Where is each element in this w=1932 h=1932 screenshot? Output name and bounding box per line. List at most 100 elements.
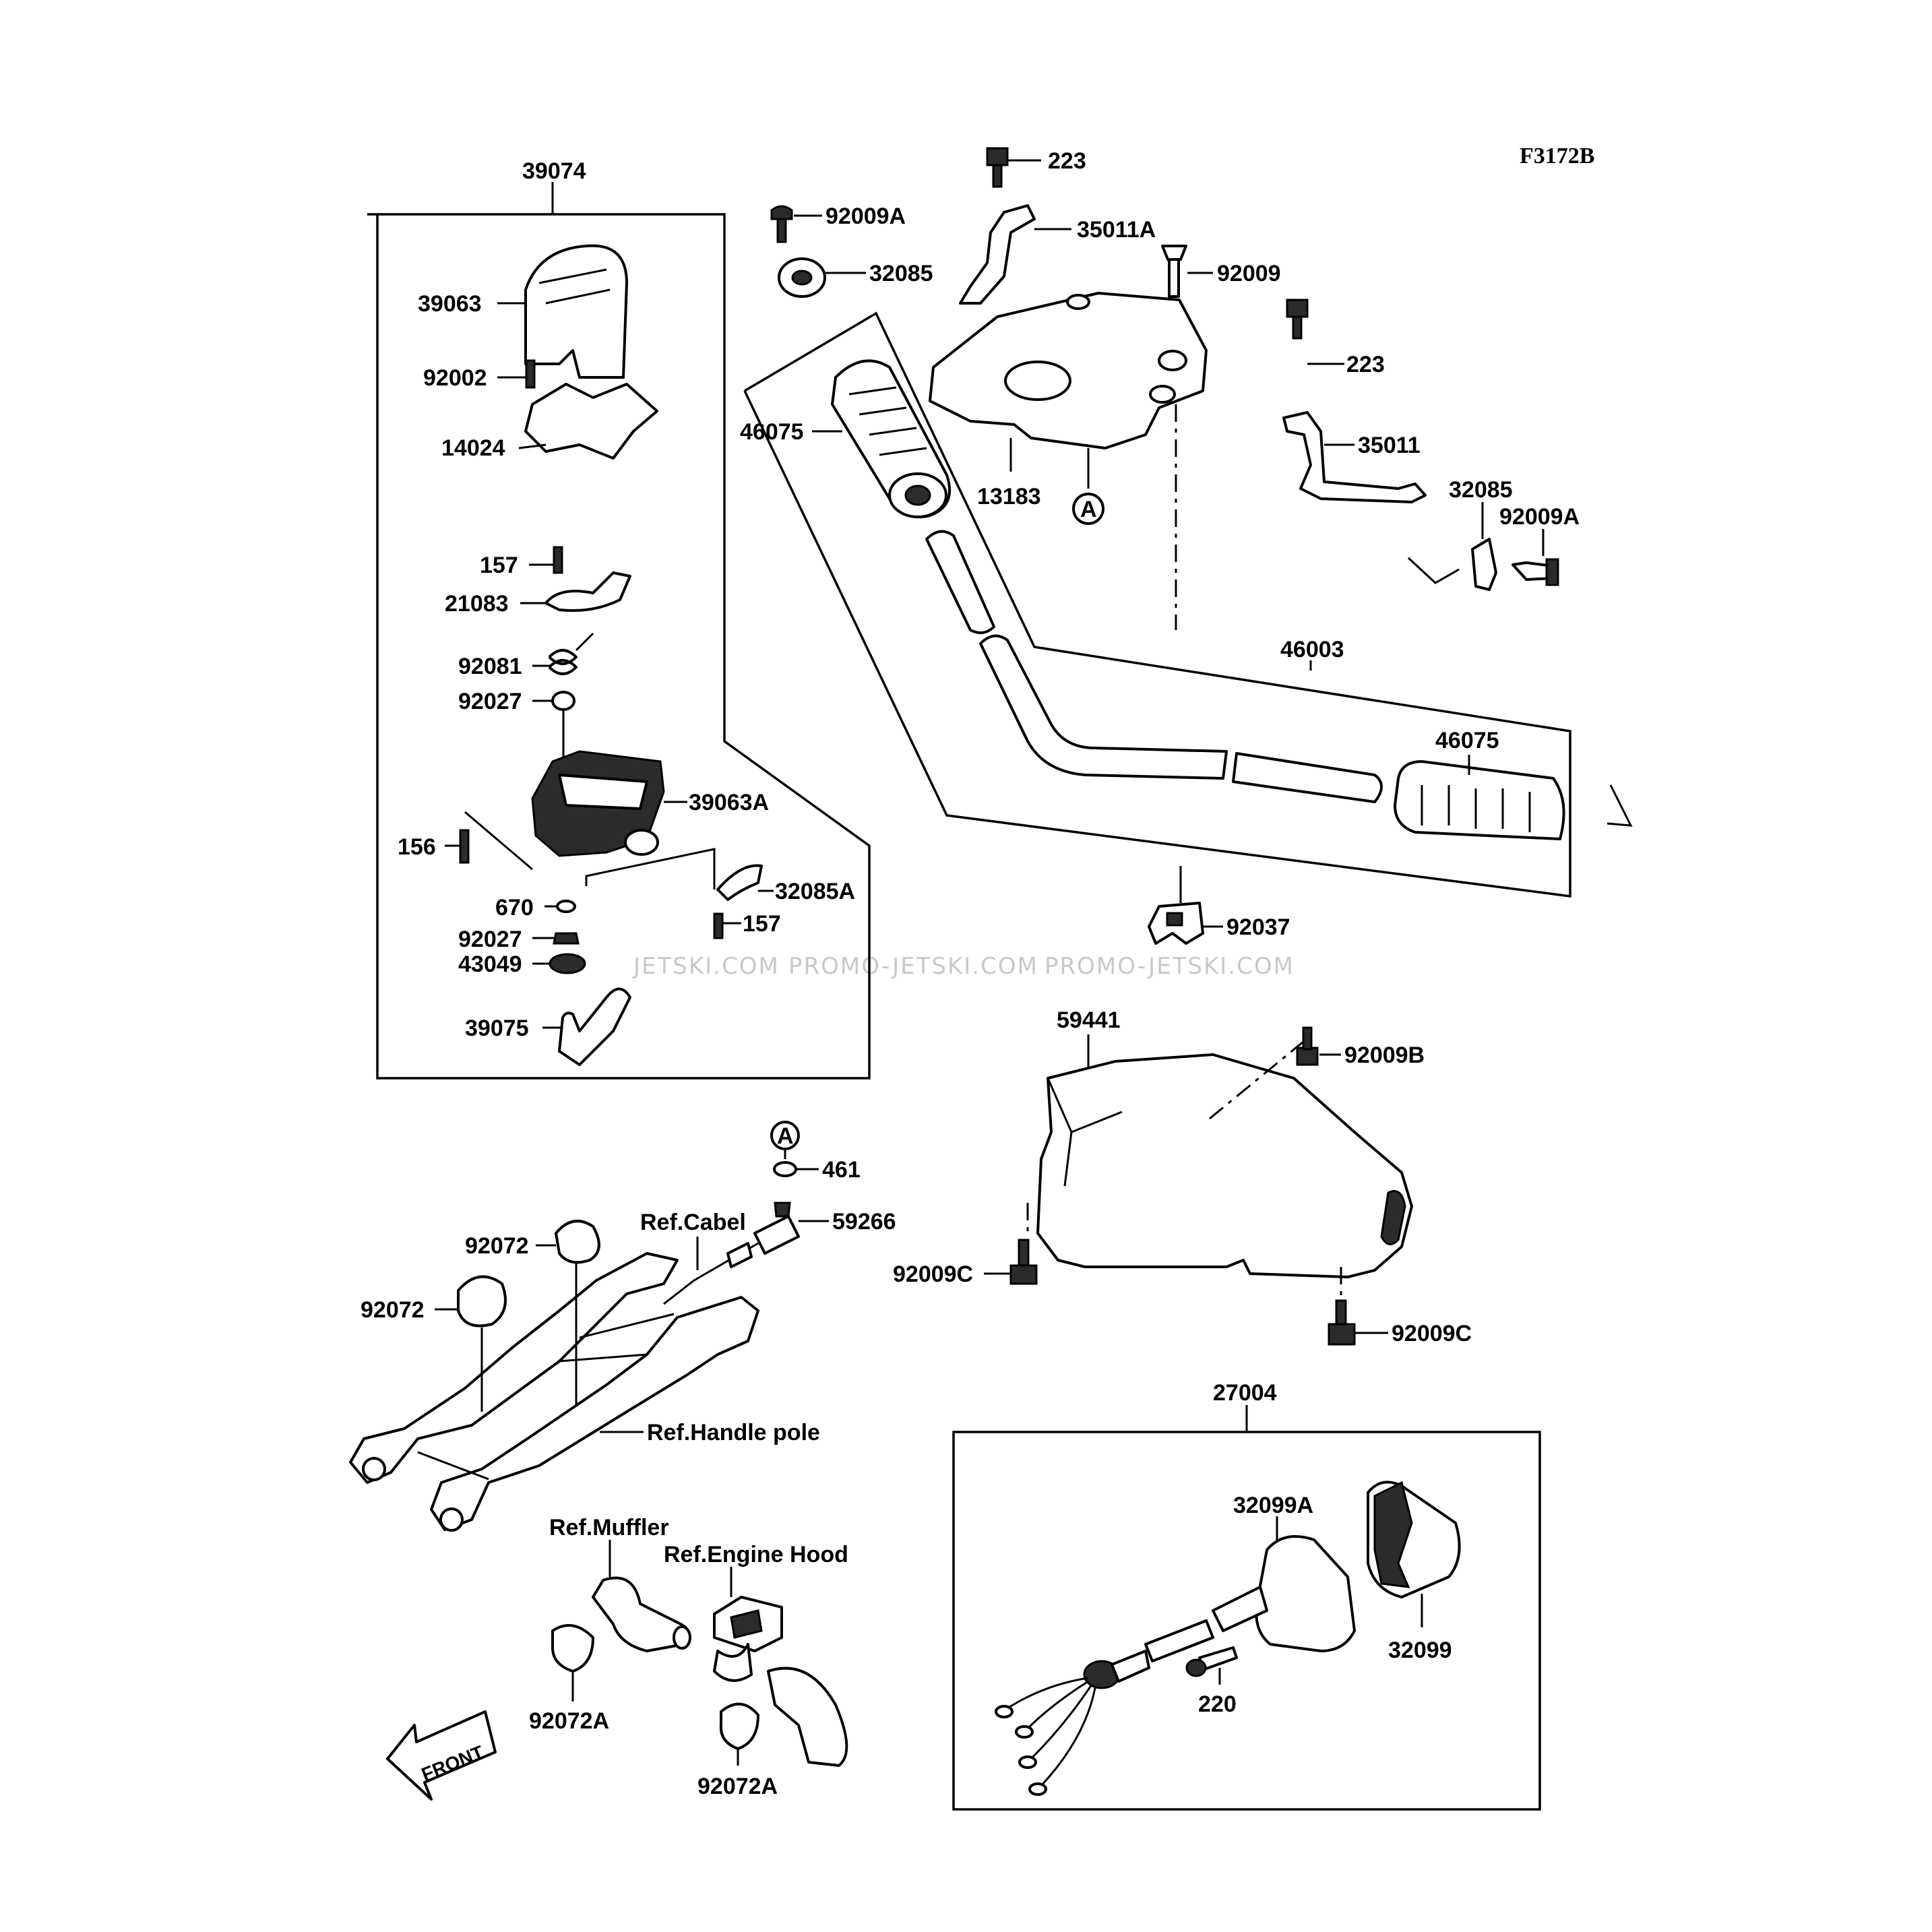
handlebar-tube — [925, 530, 995, 634]
bolt-92009B — [1296, 1047, 1319, 1066]
part-number: 21083 — [445, 591, 509, 617]
part-number: 92009B — [1344, 1042, 1425, 1068]
handlebar-tube — [1232, 752, 1383, 803]
watermark-text: PROMO-JETSKI.COM — [1045, 953, 1295, 980]
pole-crossbar — [417, 1313, 675, 1481]
switch-group: 27004 32099A 32099 220 — [952, 1380, 1541, 1811]
hose-clamp-92072A — [719, 1702, 759, 1750]
part-number: 92009C — [893, 1261, 973, 1287]
grip-pattern — [848, 386, 927, 456]
cover-detail — [538, 268, 611, 305]
projection-mark — [1407, 557, 1460, 584]
part-number: 27004 — [1213, 1380, 1277, 1406]
seal-43049 — [549, 953, 586, 974]
bolt-head — [1545, 558, 1559, 586]
group-frame-46003 — [743, 311, 1571, 898]
plate-hole — [1004, 361, 1071, 401]
bolt-223 — [1286, 299, 1309, 318]
front-arrow-shape — [386, 1710, 497, 1801]
wire-terminal — [1028, 1782, 1047, 1796]
part-number: 223 — [1346, 352, 1385, 377]
handle-cover — [1036, 1053, 1413, 1278]
figure-code: F3172B — [1520, 144, 1594, 168]
part-number: 35011A — [1077, 217, 1156, 243]
watermark-text: JETSKI.COM — [632, 953, 780, 980]
part-number: 59441 — [1057, 1007, 1121, 1033]
part-number: 32085 — [869, 261, 933, 286]
handlebar-plate — [929, 292, 1208, 449]
reference-label: Ref.Cabel — [640, 1210, 746, 1235]
bolt-92009 — [1161, 245, 1187, 261]
plate-hole — [1158, 350, 1187, 371]
reference-label: Ref.Engine Hood — [664, 1542, 848, 1567]
part-number: 220 — [1198, 1691, 1237, 1717]
reference-marker-letter: A — [777, 1123, 794, 1149]
part-number: 92072 — [465, 1233, 529, 1259]
part-number: 670 — [495, 895, 534, 921]
wire-terminal — [1015, 1725, 1034, 1739]
throttle-lever — [558, 987, 631, 1066]
pole-pivot-hole — [362, 1457, 386, 1481]
bracket-opening — [730, 1609, 763, 1639]
reference-label: Ref.Handle pole — [647, 1420, 820, 1445]
bracket-35011 — [1282, 411, 1427, 503]
part-number: 157 — [743, 911, 781, 937]
part-number: 92037 — [1226, 914, 1290, 940]
bolt-shank — [992, 164, 1003, 188]
muffler-hose-group: Ref.Muffler 92072A Ref.Engine Hood 92072… — [529, 1515, 848, 1799]
screw-head — [1185, 1658, 1207, 1677]
part-number: 13183 — [977, 484, 1041, 509]
part-number: 14024 — [441, 435, 505, 461]
cover-edge — [1047, 1078, 1123, 1187]
screw-92002 — [525, 359, 536, 389]
throttle-case-group: 39074 39063 92002 14024 157 21083 92081 … — [367, 158, 871, 1080]
gasket-plate — [524, 383, 658, 460]
handle-pole-right-rail — [430, 1296, 759, 1531]
plate-hole — [1149, 385, 1176, 404]
handlebar-tube — [979, 634, 1228, 780]
center-line — [1209, 1040, 1305, 1120]
cover-opening — [1380, 1190, 1406, 1245]
part-number: 92027 — [458, 689, 522, 714]
group-frame-39074 — [367, 213, 871, 1080]
bracket-35011A — [959, 204, 1036, 305]
collar-32085 — [1471, 538, 1497, 591]
bolt-shank — [1292, 315, 1303, 340]
part-number: 92072A — [697, 1774, 778, 1799]
handle-grip-right — [1394, 760, 1565, 840]
leader-line — [464, 811, 533, 871]
grip-hole — [904, 485, 931, 506]
part-number: 92009C — [1392, 1321, 1472, 1346]
grip-pattern — [1421, 785, 1531, 832]
collar-32085A — [716, 864, 763, 901]
bolt-shank — [776, 218, 787, 243]
switch-housing — [1255, 1535, 1356, 1652]
part-number: 59266 — [832, 1209, 896, 1235]
wire-leads — [1007, 1677, 1096, 1787]
part-number: 35011 — [1358, 433, 1421, 458]
part-number: 39063 — [418, 291, 482, 317]
bolt-92009A — [770, 205, 793, 220]
o-ring-670 — [556, 900, 576, 913]
bolt-92009C — [1328, 1323, 1356, 1346]
screw-157 — [553, 546, 563, 574]
bracket-21083 — [544, 571, 631, 612]
hose-clamp-92072 — [555, 1220, 600, 1264]
hood-hose — [767, 1666, 848, 1767]
part-number: 157 — [480, 553, 518, 578]
spring-end — [575, 632, 594, 652]
case-cavity — [558, 774, 648, 810]
reference-label: Ref.Muffler — [549, 1515, 669, 1540]
switch-case-inner — [1373, 1481, 1413, 1588]
wire-sleeve — [1144, 1619, 1214, 1662]
part-number: 32099 — [1388, 1638, 1452, 1663]
projection-mark — [1607, 784, 1633, 827]
front-direction-arrow: FRONT — [386, 1710, 497, 1801]
hose-clamp-92072A — [551, 1624, 594, 1673]
part-number: 39074 — [522, 158, 586, 184]
hose-clamp-92072 — [457, 1275, 507, 1328]
screw-156 — [459, 829, 470, 864]
bolt-shank — [1018, 1239, 1030, 1268]
handle-cover-group: 59441 92009B 92009C 92009C — [893, 1007, 1472, 1346]
